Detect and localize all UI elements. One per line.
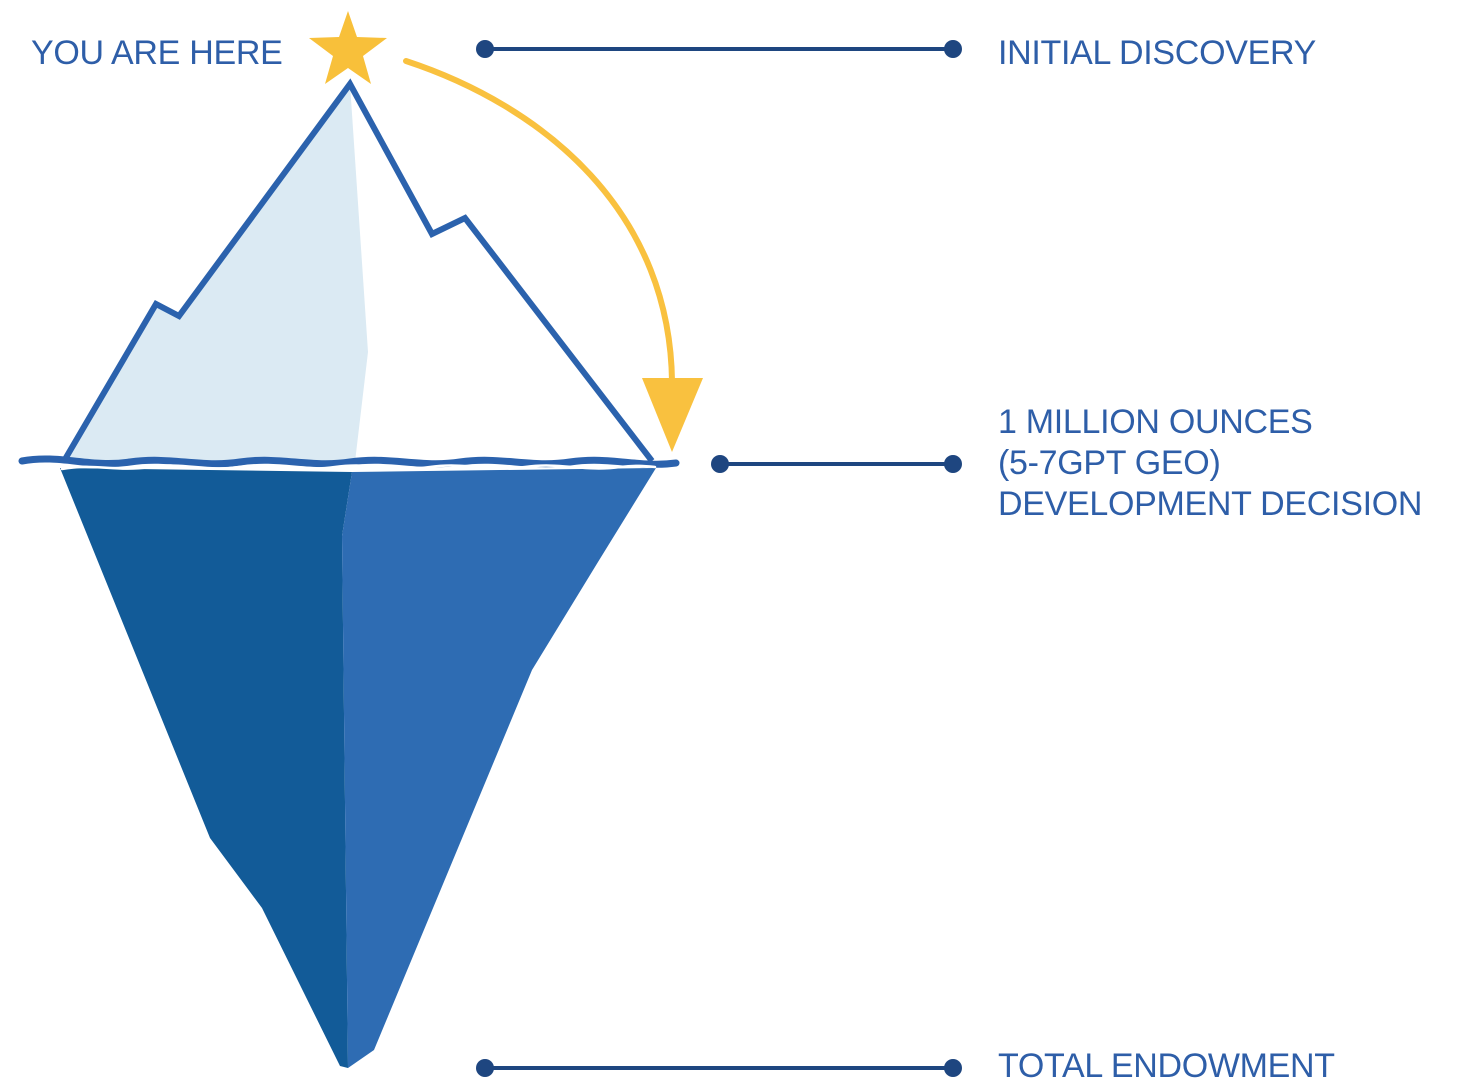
curved-arrow-icon (403, 58, 676, 395)
waterline (18, 455, 680, 468)
initial-discovery-label: INITIAL DISCOVERY (998, 34, 1316, 72)
iceberg-underwater-left-face (60, 468, 352, 1068)
iceberg-tip-shaded-face (64, 84, 368, 462)
development-decision-label: 1 MILLION OUNCES (5-7GPT GEO) DEVELOPMEN… (998, 402, 1422, 525)
development-decision-line-3: DEVELOPMENT DECISION (998, 485, 1423, 523)
iceberg-tip-outline (61, 78, 655, 463)
iceberg-underwater-right-face (342, 468, 656, 1068)
arrowhead-icon (642, 378, 703, 452)
connector-development-decision (711, 455, 962, 473)
waterline-highlight (60, 464, 657, 471)
connector-initial-discovery (476, 40, 962, 58)
development-decision-line-1: 1 MILLION OUNCES (998, 403, 1313, 441)
you-are-here-label: YOU ARE HERE (31, 34, 283, 72)
connector-total-endowment (476, 1059, 962, 1077)
total-endowment-label: TOTAL ENDOWMENT (998, 1047, 1335, 1085)
star-icon (309, 11, 387, 84)
development-decision-line-2: (5-7GPT GEO) (998, 444, 1221, 482)
